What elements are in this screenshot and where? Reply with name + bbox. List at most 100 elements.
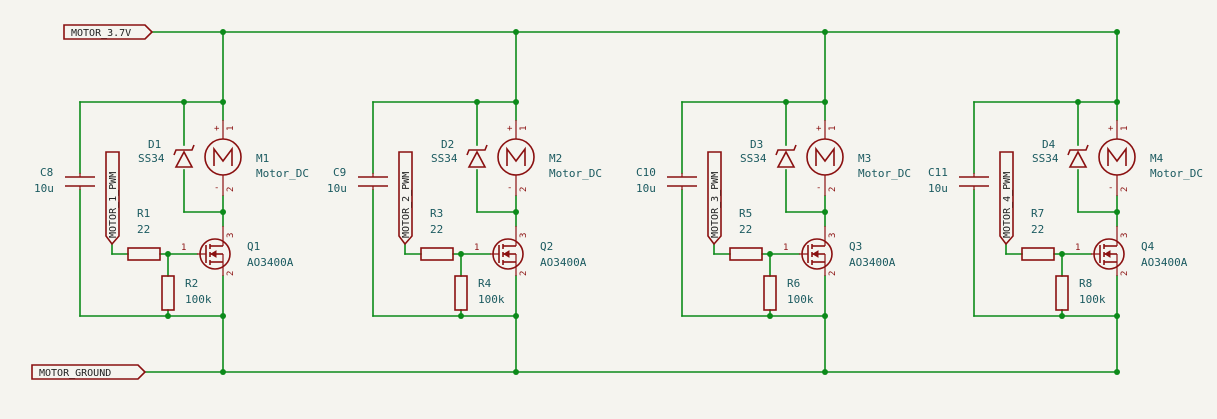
gate-resistor-reference: R1 [137, 207, 150, 220]
motor-pin-one: 1 [828, 126, 838, 131]
gate-resistor-symbol[interactable] [127, 247, 161, 261]
motor-pin-minus: - [1108, 183, 1113, 193]
pulldown-resistor-symbol[interactable] [454, 275, 468, 311]
diode-value: SS34 [740, 152, 767, 165]
junction [1114, 313, 1120, 319]
junction [1059, 251, 1065, 257]
junction [822, 209, 828, 215]
pwm-label[interactable]: MOTOR_3_PWM [707, 151, 722, 246]
pwm-label[interactable]: MOTOR_1_PWM [105, 151, 120, 246]
junction [220, 99, 226, 105]
mosfet-pin-gate: 1 [1075, 243, 1080, 253]
junction [822, 369, 828, 375]
gate-resistor-symbol[interactable] [729, 247, 763, 261]
gate-resistor-reference: R5 [739, 207, 752, 220]
dc-motor-symbol[interactable] [204, 120, 242, 196]
junction [165, 313, 171, 319]
mosfet-value: AO3400A [1141, 256, 1188, 269]
mosfet-pin-gate: 1 [474, 243, 479, 253]
dc-motor-symbol[interactable] [497, 120, 535, 196]
pulldown-resistor-symbol[interactable] [763, 275, 777, 311]
schottky-diode-symbol[interactable] [466, 144, 488, 168]
junction [513, 369, 519, 375]
pulldown-resistor-symbol[interactable] [1055, 275, 1069, 311]
junction [1114, 209, 1120, 215]
mosfet-pin-drain: 3 [519, 233, 529, 238]
pulldown-resistor-symbol[interactable] [161, 275, 175, 311]
motor-driver-channel-1: C8 10u MOTOR_1_PWM D1 SS34 + 1 - 2 M1 Mo… [34, 29, 309, 375]
motor-pin-one: 1 [226, 126, 236, 131]
motor-pin-minus: - [816, 183, 821, 193]
pwm-net-label[interactable]: MOTOR_2_PWM [401, 172, 412, 238]
junction [767, 251, 773, 257]
mosfet-reference: Q1 [247, 240, 260, 253]
motor-pin-two: 2 [519, 187, 529, 192]
junction [220, 313, 226, 319]
capacitor-value: 10u [636, 182, 656, 195]
pwm-label[interactable]: MOTOR_4_PWM [999, 151, 1014, 246]
capacitor-symbol[interactable] [358, 173, 388, 190]
dc-motor-symbol[interactable] [1098, 120, 1136, 196]
mosfet-pin-drain: 3 [226, 233, 236, 238]
power-rails: MOTOR_3.7V MOTOR_GROUND [31, 24, 1118, 380]
supply-net-label-flag[interactable] [63, 24, 154, 40]
mosfet-pin-drain: 3 [828, 233, 838, 238]
pulldown-resistor-reference: R6 [787, 277, 800, 290]
junction [458, 313, 464, 319]
mosfet-pin-source: 2 [828, 271, 838, 276]
mosfet-symbol[interactable] [197, 226, 231, 276]
pwm-net-label[interactable]: MOTOR_1_PWM [108, 172, 119, 238]
gate-resistor-symbol[interactable] [1021, 247, 1055, 261]
diode-reference: D1 [148, 138, 161, 151]
gate-resistor-reference: R7 [1031, 207, 1044, 220]
diode-value: SS34 [138, 152, 165, 165]
motor-pin-two: 2 [1120, 187, 1130, 192]
pwm-label[interactable]: MOTOR_2_PWM [398, 151, 413, 246]
schottky-diode-symbol[interactable] [173, 144, 195, 168]
motor-driver-channel-2: C9 10u MOTOR_2_PWM D2 SS34 + 1 - 2 M2 Mo… [327, 29, 602, 375]
mosfet-value: AO3400A [247, 256, 294, 269]
junction [1114, 369, 1120, 375]
capacitor-symbol[interactable] [959, 173, 989, 190]
junction [1114, 99, 1120, 105]
ground-net-label[interactable]: MOTOR_GROUND [39, 368, 111, 379]
gate-resistor-value: 22 [1031, 223, 1044, 236]
motor-pin-one: 1 [1120, 126, 1130, 131]
motor-pin-plus: + [507, 124, 513, 134]
mosfet-pin-source: 2 [519, 271, 529, 276]
pwm-net-label[interactable]: MOTOR_4_PWM [1002, 172, 1013, 238]
motor-pin-plus: + [816, 124, 822, 134]
diode-reference: D2 [441, 138, 454, 151]
junction [181, 99, 187, 105]
motor-reference: M4 [1150, 152, 1164, 165]
mosfet-symbol[interactable] [1091, 226, 1125, 276]
junction [458, 251, 464, 257]
junction [822, 29, 828, 35]
capacitor-value: 10u [34, 182, 54, 195]
gate-resistor-symbol[interactable] [420, 247, 454, 261]
motor-driver-channel-4: C11 10u MOTOR_4_PWM D4 SS34 + 1 - 2 M4 M… [928, 29, 1203, 375]
capacitor-symbol[interactable] [65, 173, 95, 190]
motor-pin-two: 2 [828, 187, 838, 192]
pulldown-resistor-value: 100k [478, 293, 505, 306]
junction [1114, 29, 1120, 35]
supply-net-label[interactable]: MOTOR_3.7V [71, 28, 131, 39]
capacitor-reference: C8 [40, 166, 53, 179]
mosfet-value: AO3400A [540, 256, 587, 269]
diode-reference: D4 [1042, 138, 1056, 151]
motor-pin-minus: - [507, 183, 512, 193]
mosfet-symbol[interactable] [799, 226, 833, 276]
dc-motor-symbol[interactable] [806, 120, 844, 196]
pwm-net-label[interactable]: MOTOR_3_PWM [710, 172, 721, 238]
mosfet-symbol[interactable] [490, 226, 524, 276]
motor-value: Motor_DC [256, 167, 309, 180]
diode-value: SS34 [1032, 152, 1059, 165]
diode-value: SS34 [431, 152, 458, 165]
capacitor-symbol[interactable] [667, 173, 697, 190]
schottky-diode-symbol[interactable] [1067, 144, 1089, 168]
schottky-diode-symbol[interactable] [775, 144, 797, 168]
ground-net-label-flag[interactable] [31, 364, 147, 380]
pulldown-resistor-reference: R2 [185, 277, 198, 290]
junction [220, 369, 226, 375]
